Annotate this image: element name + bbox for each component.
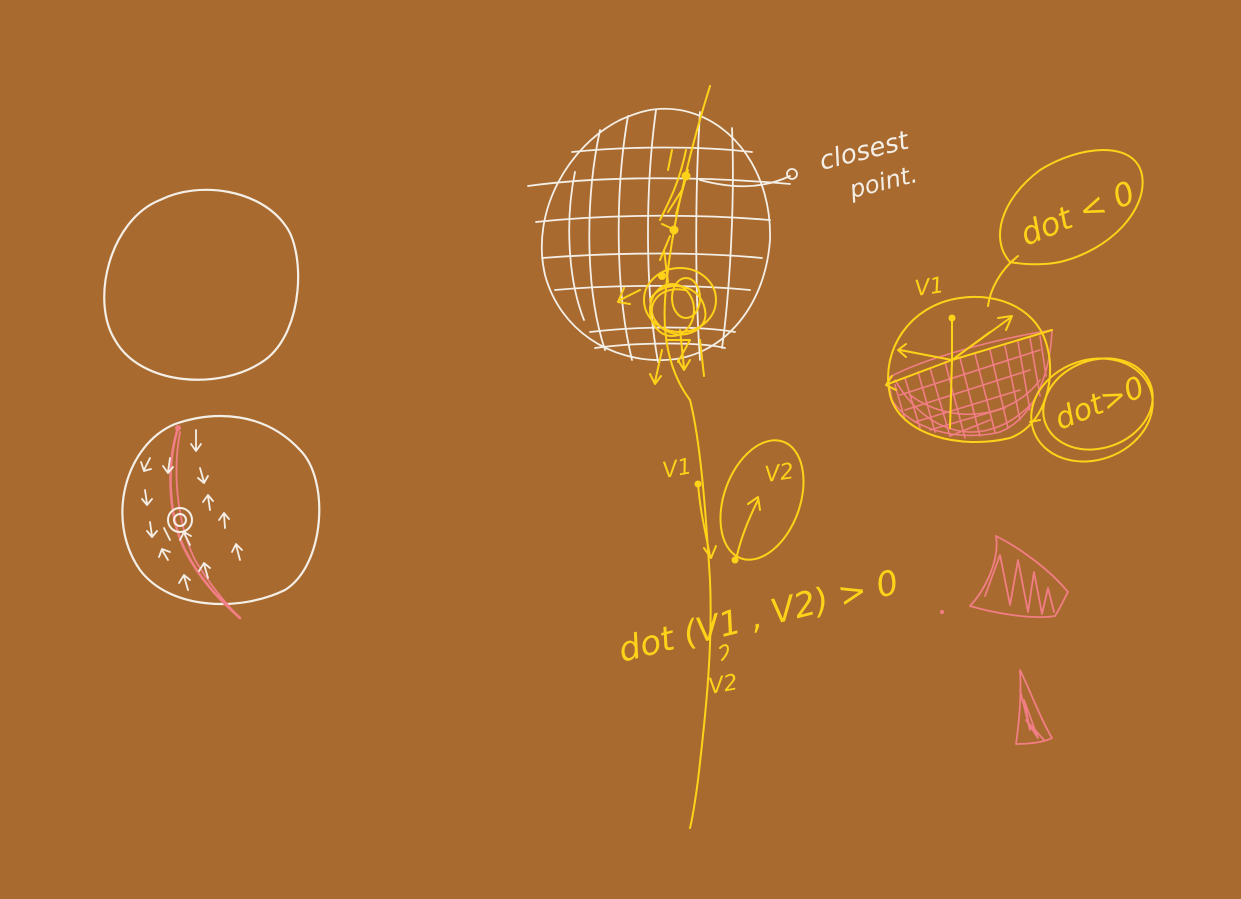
sketch-empty-circle	[103, 188, 300, 381]
sketch-flow-circle	[121, 414, 321, 620]
v1-left-label: V1	[661, 454, 694, 484]
sketch-grid-sphere	[527, 107, 791, 363]
pink-slice-shapes	[939, 535, 1069, 745]
v2-circle-label: V2	[763, 459, 795, 488]
yellow-trajectory	[617, 85, 717, 829]
v2-bottom-label: V2	[707, 670, 740, 700]
v1-right-label: V1	[913, 273, 945, 302]
